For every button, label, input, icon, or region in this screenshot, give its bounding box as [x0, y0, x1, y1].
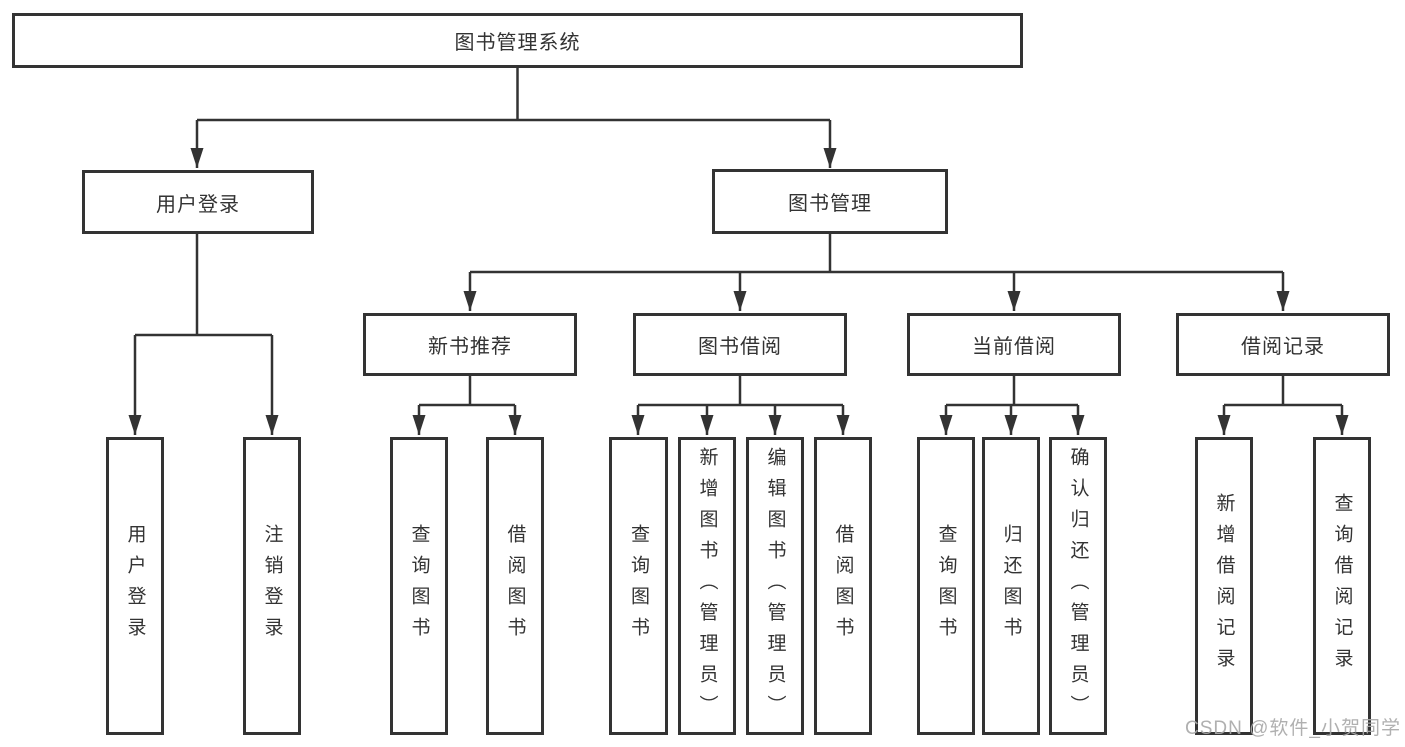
- node-user-login: 用户登录: [82, 170, 314, 234]
- leaf-add-borrow-record: 新增借阅记录: [1195, 437, 1253, 735]
- leaf-borrow-books-recommendation: 借阅图书: [486, 437, 544, 735]
- node-book-borrowing: 图书借阅: [633, 313, 847, 376]
- leaf-query-books-borrowing: 查询图书: [609, 437, 668, 735]
- connector-group: [128, 68, 1349, 435]
- leaf-confirm-return-admin: 确认归还（管理员）: [1049, 437, 1107, 735]
- node-new-book-recommendation: 新书推荐: [363, 313, 577, 376]
- leaf-query-borrow-record: 查询借阅记录: [1313, 437, 1371, 735]
- leaf-edit-book-admin: 编辑图书（管理员）: [746, 437, 804, 735]
- node-current-borrowing: 当前借阅: [907, 313, 1121, 376]
- leaf-borrow-books-borrowing: 借阅图书: [814, 437, 872, 735]
- leaf-query-books-recommendation: 查询图书: [390, 437, 448, 735]
- leaf-return-books: 归还图书: [982, 437, 1040, 735]
- node-library-management-system: 图书管理系统: [12, 13, 1023, 68]
- node-borrowing-records: 借阅记录: [1176, 313, 1390, 376]
- leaf-user-login: 用户登录: [106, 437, 164, 735]
- leaf-add-book-admin: 新增图书（管理员）: [678, 437, 736, 735]
- leaf-query-books-current: 查询图书: [917, 437, 975, 735]
- node-book-management: 图书管理: [712, 169, 948, 234]
- leaf-logout: 注销登录: [243, 437, 301, 735]
